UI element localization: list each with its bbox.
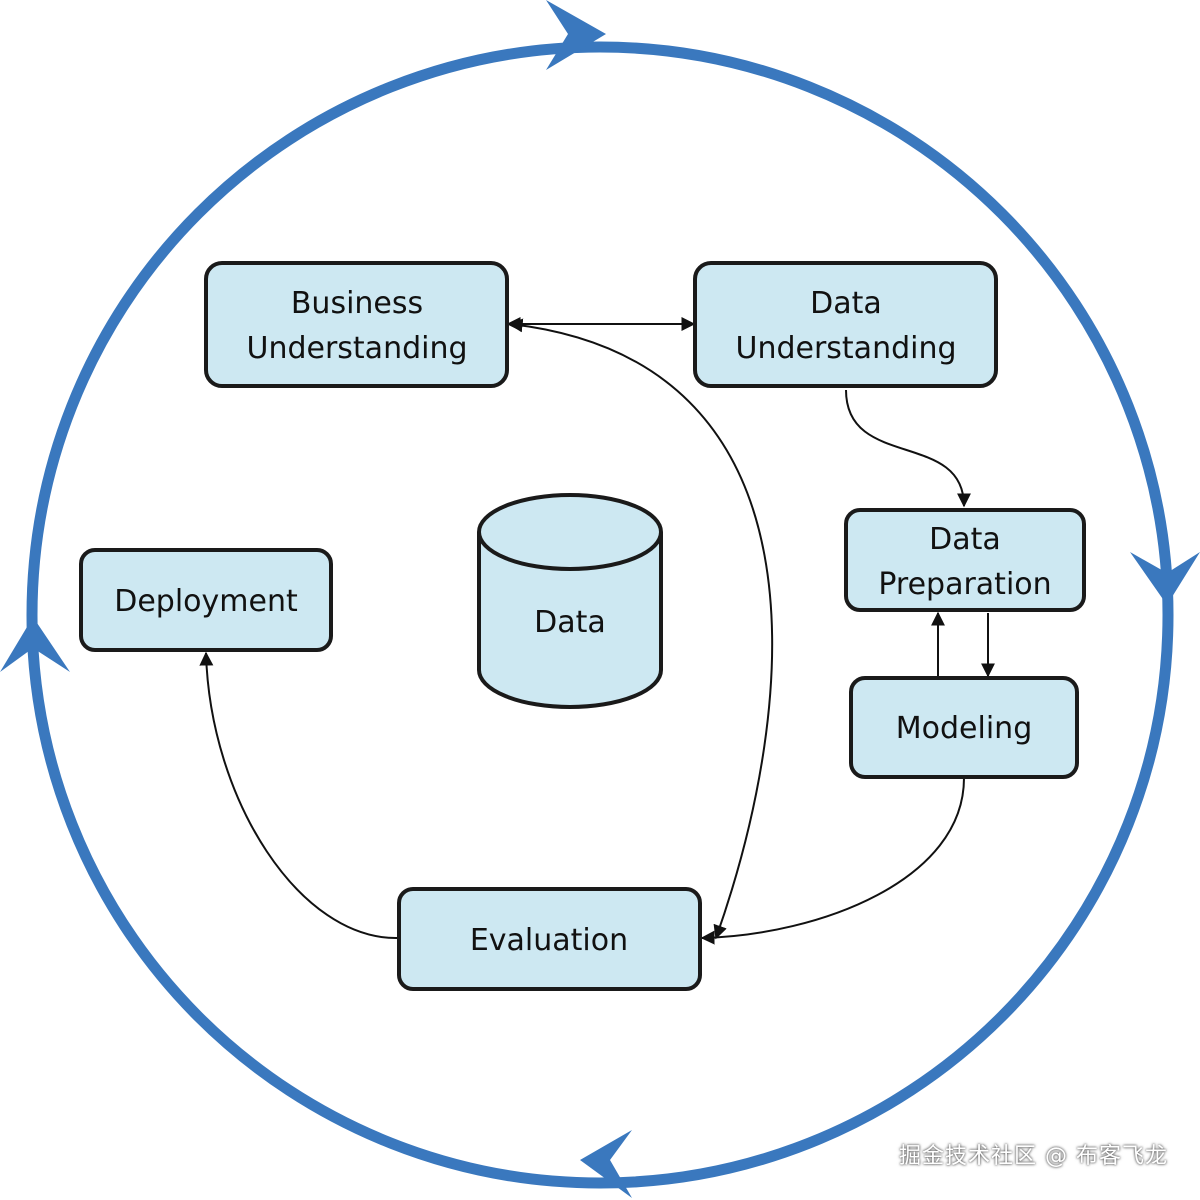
ring-arrow-bottom-icon [580,1130,632,1198]
watermark-text: 掘金技术社区 @ 布客飞龙 [899,1144,1168,1169]
data-store-cylinder: Data [477,493,663,709]
edge-data-understanding-to-preparation [845,389,971,508]
edge-evaluation-to-deployment [199,651,399,940]
data-store-label: Data [534,605,606,640]
edge-modeling-to-evaluation [700,777,965,945]
node-data-preparation: Data Preparation [844,508,1086,612]
node-label-line: Data [810,286,882,321]
ring-arrow-left-icon [0,617,70,672]
node-data-understanding: Data Understanding [693,261,998,388]
node-modeling: Modeling [849,676,1079,779]
node-evaluation: Evaluation [397,887,702,991]
node-label-line: Data [929,522,1001,557]
node-label-line: Business [291,286,423,321]
edge-evaluation-business-understanding [508,318,774,940]
node-label-line: Modeling [896,711,1032,746]
ring-arrow-right-icon [1130,552,1200,605]
node-label-line: Understanding [735,331,956,366]
node-deployment: Deployment [79,548,333,652]
ring-arrow-top-icon [546,0,606,70]
cycle-ring [26,41,1174,1189]
node-business-understanding: Business Understanding [204,261,509,388]
node-label-line: Deployment [114,584,298,619]
node-label-line: Understanding [246,331,467,366]
node-label-line: Preparation [878,567,1051,602]
node-label-line: Evaluation [470,923,628,958]
